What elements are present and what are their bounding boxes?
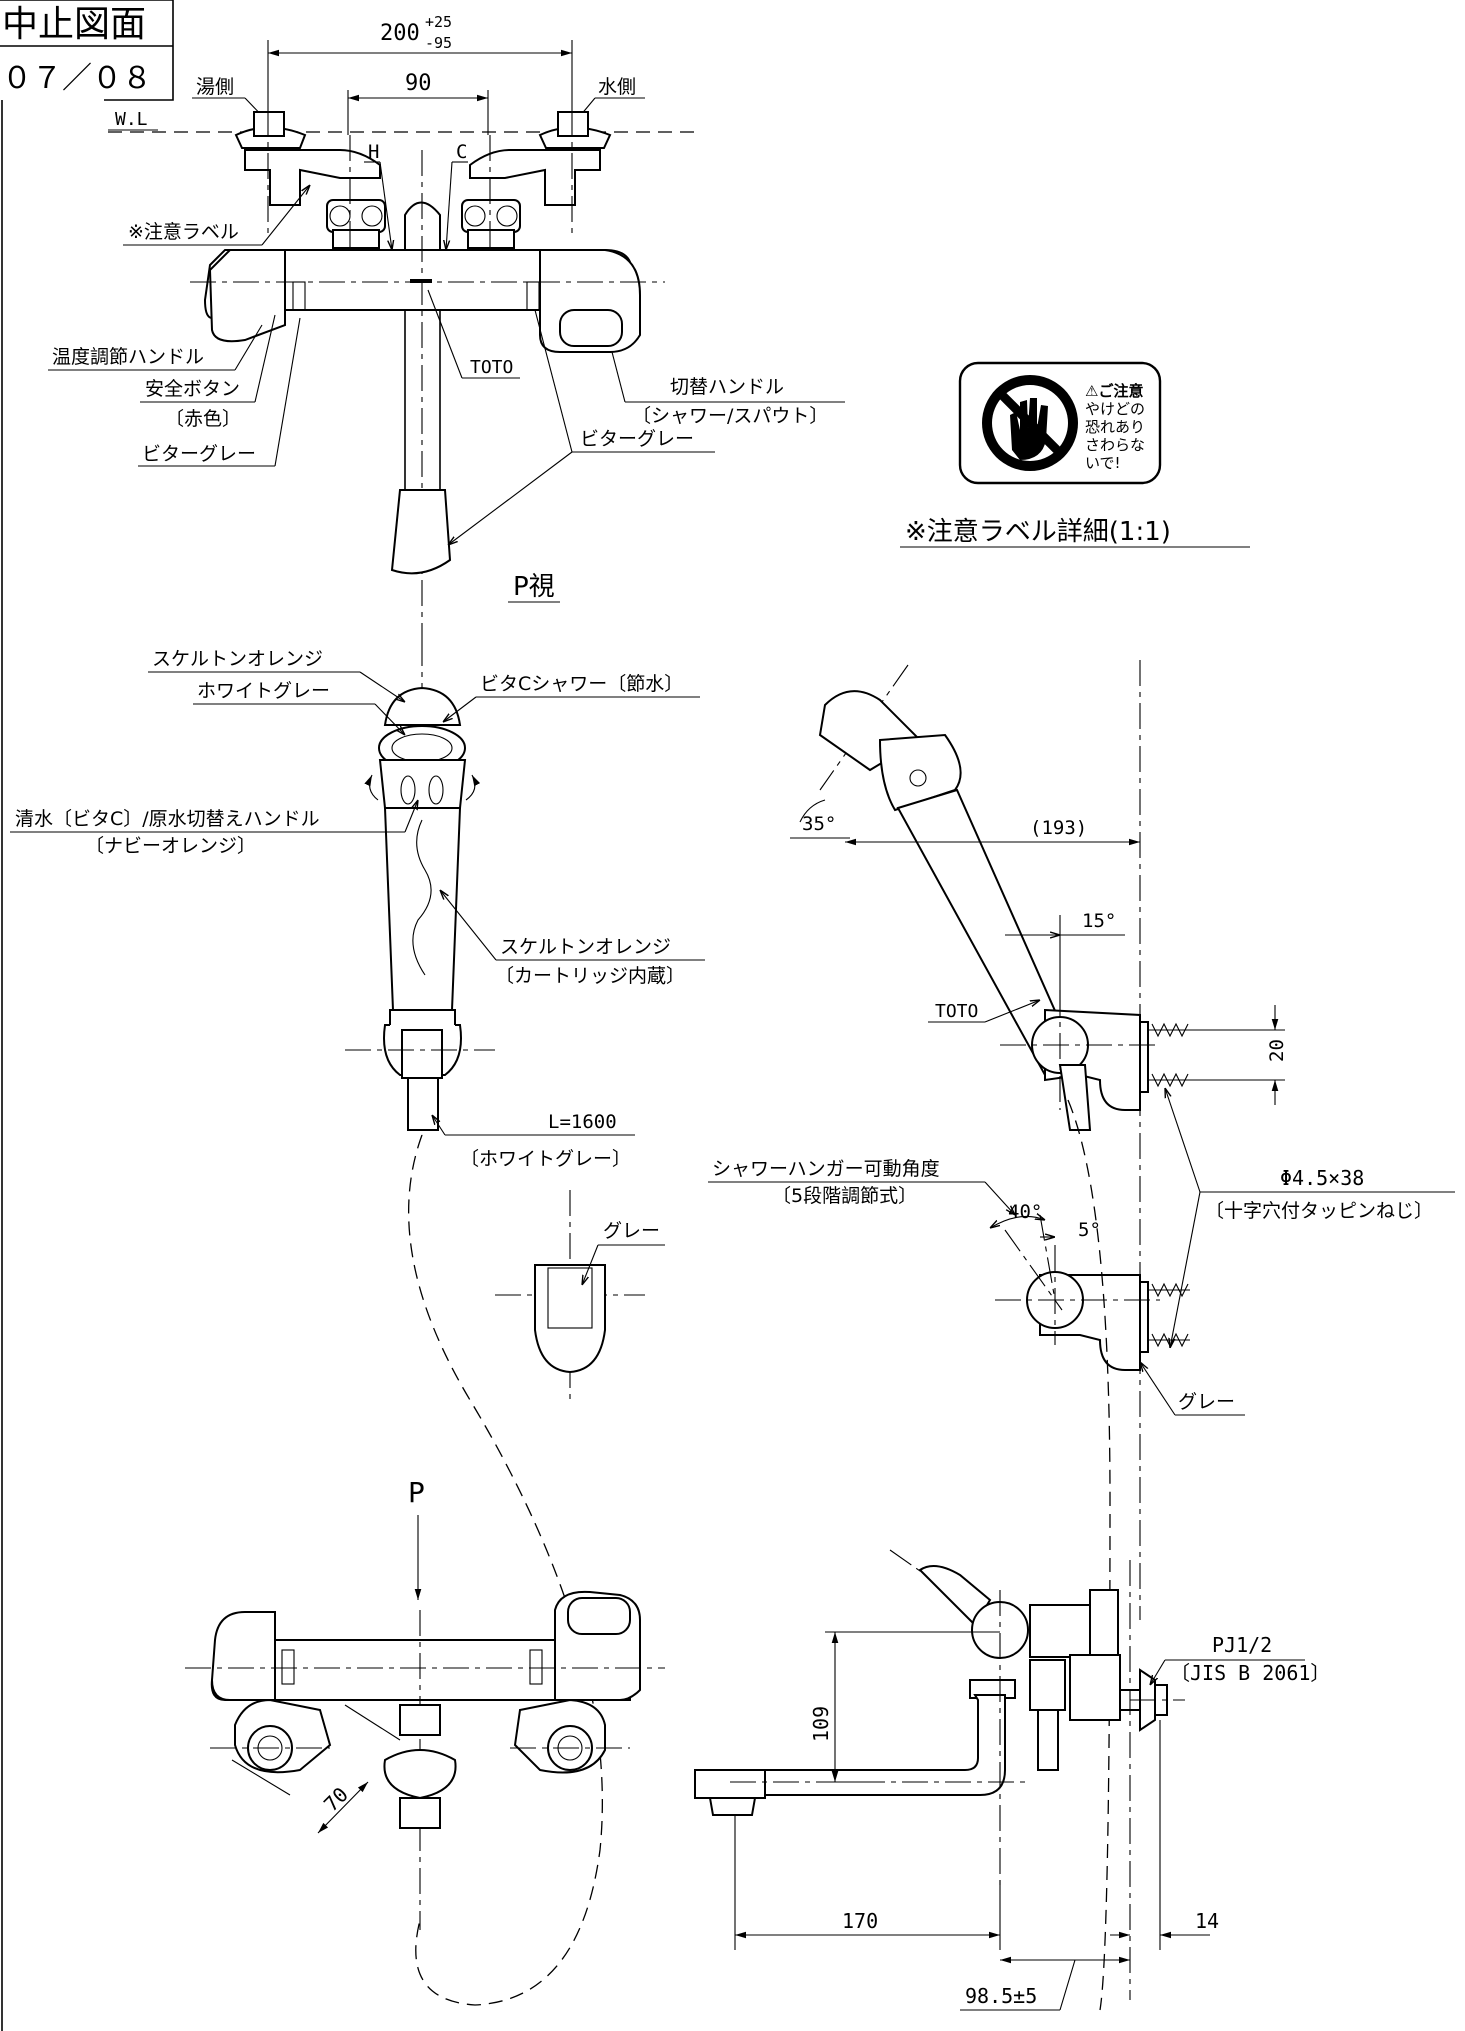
toto-side: TOTO xyxy=(935,1001,978,1022)
dim-14: 14 xyxy=(1195,1909,1219,1933)
dim-200-tol-minus: -95 xyxy=(425,34,452,52)
caution-line-2: やけどの xyxy=(1085,400,1145,418)
hot-side-label: 湯側 xyxy=(196,76,234,98)
dim-200-tol-plus: +25 xyxy=(425,13,452,31)
caution-line-5: いで! xyxy=(1085,454,1121,472)
cartridge-label: 〔カートリッジ内蔵〕 xyxy=(495,965,685,987)
bitter-gray-right: ビターグレー xyxy=(580,428,694,450)
c-mark: C xyxy=(456,141,467,163)
water-switch-handle-sub: 〔ナビーオレンジ〕 xyxy=(85,835,256,857)
bottom-side-view: 109 PJ1/2 〔JIS B 2061〕 170 98.5±5 14 xyxy=(694,1549,1330,2011)
dim-98-5: 98.5±5 xyxy=(965,1984,1037,2008)
caution-label-detail: ⚠ご注意 やけどの 恐れあり さわらな いで! ※注意ラベル詳細(1:1) xyxy=(900,361,1250,548)
hose-color-label: 〔ホワイトグレー〕 xyxy=(460,1148,631,1170)
skeleton-orange-label: スケルトンオレンジ xyxy=(152,648,323,670)
stamp-date: ０７／０８ xyxy=(2,61,152,96)
toto-logo-callout: TOTO xyxy=(470,357,513,378)
p-arrow-label: P xyxy=(408,1476,425,1509)
dim-109: 109 xyxy=(809,1706,833,1742)
screw-label: Φ4.5×38 xyxy=(1280,1166,1364,1190)
bottom-front-view: 70 xyxy=(185,1590,665,1930)
switch-handle-label: 切替ハンドル xyxy=(670,376,784,398)
dim-170: 170 xyxy=(842,1909,878,1933)
stamp-box: 中止図面 ０７／０８ xyxy=(0,0,174,101)
caution-line-3: 恐れあり xyxy=(1085,418,1145,436)
caution-detail-caption: ※注意ラベル詳細(1:1) xyxy=(905,517,1171,547)
dim-193: (193) xyxy=(1030,817,1087,839)
holder-front: グレー xyxy=(495,1190,665,1400)
caution-line-4: さわらな xyxy=(1085,436,1145,454)
dim-20: 20 xyxy=(1266,1039,1288,1062)
top-view: 200 +25 -95 90 湯側 水側 W.L xyxy=(48,13,845,640)
angle-35: 35° xyxy=(802,813,836,835)
hanger-angle-sub: 〔5段階調節式〕 xyxy=(772,1185,917,1207)
bita-c-shower-label: ビタCシャワー〔節水〕 xyxy=(480,673,683,695)
caution-label-callout: ※注意ラベル xyxy=(128,221,239,243)
dim-90: 90 xyxy=(405,71,432,96)
pj-label: PJ1/2 xyxy=(1212,1633,1272,1657)
white-gray-label: ホワイトグレー xyxy=(197,680,330,702)
h-mark: H xyxy=(368,141,379,163)
dim-70: 70 xyxy=(319,1782,353,1816)
wl-label: W.L xyxy=(115,109,148,130)
screw-sub: 〔十字穴付タッピンねじ〕 xyxy=(1205,1200,1433,1222)
bitter-gray-left: ビターグレー xyxy=(142,443,256,465)
angle-15: 15° xyxy=(1082,910,1116,932)
dim-200: 200 xyxy=(380,21,420,46)
water-switch-handle-label: 清水〔ビタC〕/原水切替えハンドル xyxy=(15,808,320,830)
skeleton-orange-2-label: スケルトンオレンジ xyxy=(500,936,671,958)
caution-line-1: ⚠ご注意 xyxy=(1085,382,1143,400)
hose-path xyxy=(408,1134,603,2006)
p-view-title: P視 xyxy=(513,572,555,602)
gray-side-label: グレー xyxy=(1178,1391,1235,1413)
shower-head-front: スケルトンオレンジ ホワイトグレー ビタCシャワー〔節水〕 清水〔ビタC〕/原水… xyxy=(10,640,705,1170)
stamp-title: 中止図面 xyxy=(2,4,146,45)
side-view: 35° (193) 15° TOTO 20 Φ4.5×38 〔十字穴付タッピンね… xyxy=(708,660,1455,2011)
hose-length-label: L=1600 xyxy=(548,1111,617,1133)
hanger-angle-label: シャワーハンガー可動角度 xyxy=(712,1158,940,1180)
angle-40: 40° xyxy=(1008,1201,1042,1223)
gray-holder-label: グレー xyxy=(603,1220,660,1242)
jis-label: 〔JIS B 2061〕 xyxy=(1170,1661,1330,1685)
safety-button-label: 安全ボタン xyxy=(145,378,240,400)
angle-5: 5° xyxy=(1078,1219,1101,1241)
temp-handle-label: 温度調節ハンドル xyxy=(52,346,204,368)
safety-button-color: 〔赤色〕 xyxy=(165,408,241,430)
switch-handle-sub: 〔シャワー/スパウト〕 xyxy=(632,405,828,427)
cold-side-label: 水側 xyxy=(598,76,636,98)
